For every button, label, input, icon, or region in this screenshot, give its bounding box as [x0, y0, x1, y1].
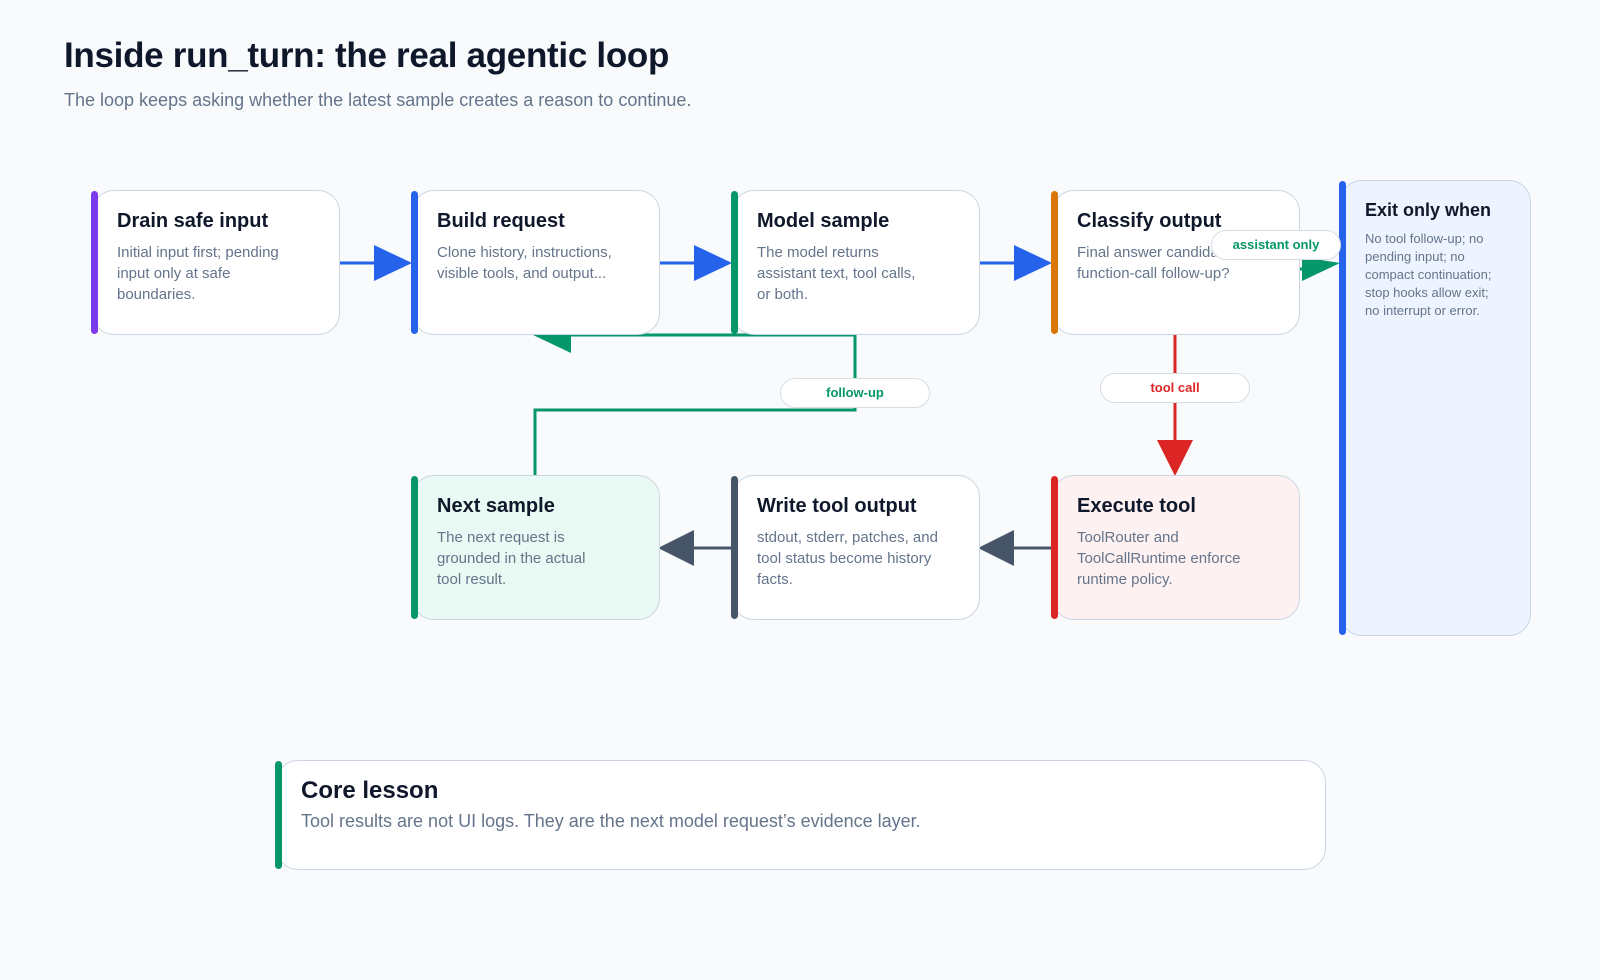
exit-accent-bar [1339, 181, 1346, 635]
node-title: Next sample [437, 495, 555, 517]
arrow-drain-to-build [340, 245, 412, 281]
node-next-sample: Next sample The next request is grounded… [411, 475, 660, 620]
node-description: Clone history, instructions, visible too… [437, 244, 612, 282]
arrow-model-to-classify [980, 245, 1052, 281]
node-description: The next request is grounded in the actu… [437, 529, 586, 588]
arrow-write-to-next [658, 530, 732, 566]
node-title: Build request [437, 210, 565, 232]
exit-conditions-panel: Exit only when No tool follow-up; no pen… [1339, 180, 1531, 636]
node-accent-bar [1051, 191, 1058, 334]
exit-title: Exit only when [1365, 200, 1492, 220]
node-model-sample: Model sample The model returns assistant… [731, 190, 980, 335]
arrow-classify-to-exit [1300, 257, 1340, 281]
node-title: Drain safe input [117, 210, 269, 232]
node-execute-tool: Execute tool ToolRouter and ToolCallRunt… [1051, 475, 1300, 620]
node-drain-safe-input: Drain safe input Initial input first; pe… [91, 190, 340, 335]
node-build-request: Build request Clone history, instruction… [411, 190, 660, 335]
node-description: ToolRouter and ToolCallRuntime enforce r… [1077, 529, 1241, 588]
arrow-execute-to-write [978, 530, 1052, 566]
node-title: Execute tool [1077, 495, 1196, 517]
node-description: stdout, stderr, patches, and tool status… [757, 529, 938, 588]
lesson-description: Tool results are not UI logs. They are t… [301, 811, 921, 831]
exit-description: No tool follow-up; no pending input; no … [1365, 231, 1492, 318]
node-title: Classify output [1077, 210, 1222, 232]
node-description: The model returns assistant text, tool c… [757, 244, 916, 303]
node-description: Final answer candidate or function-call … [1077, 244, 1249, 282]
core-lesson-panel: Core lesson Tool results are not UI logs… [275, 760, 1326, 870]
node-write-tool-output: Write tool output stdout, stderr, patche… [731, 475, 980, 620]
page-title: Inside run_turn: the real agentic loop [64, 36, 670, 75]
node-accent-bar [1051, 476, 1058, 619]
edge-label-assistant-only: assistant only [1211, 230, 1341, 260]
node-title: Model sample [757, 210, 890, 232]
edge-label-tool-call: tool call [1100, 373, 1250, 403]
lesson-title: Core lesson [301, 777, 439, 804]
node-accent-bar [411, 191, 418, 334]
node-accent-bar [91, 191, 98, 334]
edge-label-follow-up: follow-up [780, 378, 930, 408]
arrow-classify-to-execute [1157, 334, 1193, 476]
node-classify-output: Classify output Final answer candidate o… [1051, 190, 1300, 335]
lesson-accent-bar [275, 761, 282, 869]
node-description: Initial input first; pending input only … [117, 244, 279, 303]
page-subtitle: The loop keeps asking whether the latest… [64, 90, 692, 110]
node-accent-bar [731, 191, 738, 334]
node-accent-bar [411, 476, 418, 619]
arrow-build-to-model [660, 245, 732, 281]
node-accent-bar [731, 476, 738, 619]
node-title: Write tool output [757, 495, 917, 517]
